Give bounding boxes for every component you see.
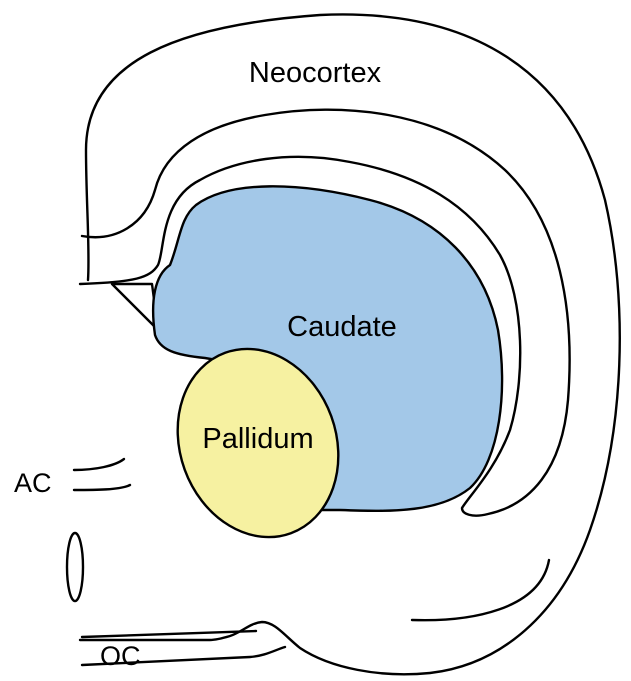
- caudate-label: Caudate: [287, 311, 397, 343]
- third-ventricle: [67, 533, 83, 601]
- ac-line-lower: [74, 485, 130, 490]
- ac-line-upper: [74, 459, 124, 470]
- oc-label: OC: [100, 641, 141, 671]
- pallidum-label: Pallidum: [202, 423, 313, 455]
- ac-label: AC: [14, 468, 52, 498]
- lower-cortex-arc: [412, 560, 549, 620]
- neocortex-label: Neocortex: [249, 57, 382, 89]
- lateral-ventricle: [112, 284, 158, 330]
